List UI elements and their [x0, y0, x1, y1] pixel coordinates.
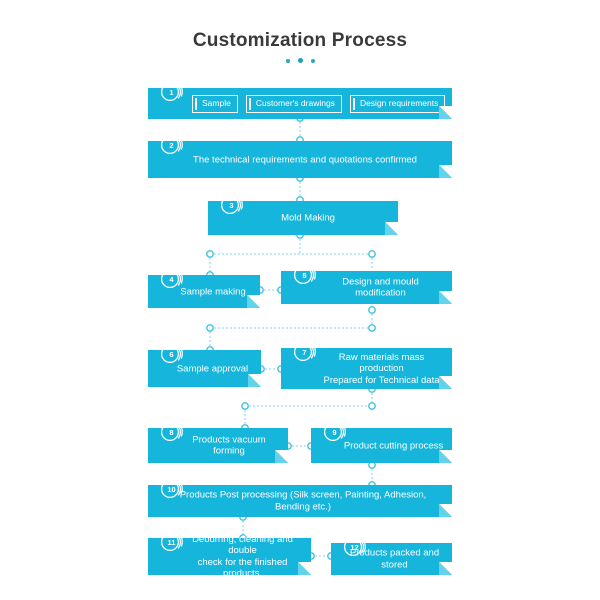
corner-notch — [439, 562, 452, 575]
chip-label: Sample — [202, 97, 231, 108]
step-number-4: 4 — [169, 275, 174, 284]
step-box-3[interactable]: 3 Mold Making — [208, 190, 398, 235]
step-number-7: 7 — [302, 348, 307, 357]
step-box-10[interactable]: 10 Products Post processing (Silk screen… — [148, 474, 452, 517]
dot-left — [285, 58, 290, 63]
corner-notch — [248, 374, 261, 387]
page-title: Customization Process — [192, 30, 408, 51]
step-label-11: Deburring, cleaning and double check for… — [192, 533, 293, 580]
step-label-2: The technical requirements and quotation… — [193, 153, 417, 165]
step-label-3: Mold Making — [281, 212, 335, 224]
step-badge-1: 1 — [156, 77, 186, 107]
chip-accent-bar — [352, 97, 355, 110]
step-label-4: Sample making — [180, 285, 246, 297]
chip-label: Design requirements — [359, 97, 439, 108]
step-number-2: 2 — [169, 141, 174, 150]
step-badge-9: 9 — [319, 417, 349, 447]
step-badge-3: 3 — [216, 190, 246, 220]
step-box-8[interactable]: 8 Products vacuum forming — [148, 417, 288, 463]
step-badge-4: 4 — [156, 264, 186, 294]
chip-label: Customer's drawings — [255, 97, 335, 108]
corner-notch — [439, 106, 452, 119]
step-number-11: 11 — [167, 538, 176, 547]
step-label-9: Product cutting process — [343, 439, 444, 451]
corner-notch — [439, 291, 452, 304]
step-number-10: 10 — [167, 485, 176, 494]
step-badge-11: 11 — [156, 527, 186, 557]
step-number-1: 1 — [169, 88, 174, 97]
corner-notch — [298, 562, 311, 575]
corner-notch — [275, 450, 288, 463]
step-box-7[interactable]: 7 Raw materials mass production Prepared… — [281, 337, 452, 389]
step-box-12[interactable]: 12 Products packed and stored — [331, 532, 452, 575]
chip-design-requirements[interactable]: Design requirements — [349, 94, 446, 113]
step-label-6: Sample approval — [176, 362, 249, 374]
step-badge-7: 7 — [289, 337, 319, 367]
step-box-4[interactable]: 4 Sample making — [148, 264, 260, 308]
corner-notch — [439, 450, 452, 463]
corner-notch — [439, 376, 452, 389]
step-badge-12: 12 — [339, 532, 369, 562]
step-number-3: 3 — [229, 201, 234, 210]
step-badge-5: 5 — [289, 260, 319, 290]
corner-notch — [439, 504, 452, 517]
step-badge-8: 8 — [156, 417, 186, 447]
step-box-6[interactable]: 6 Sample approval — [148, 339, 261, 387]
step-label-10: Products Post processing (Silk screen, P… — [179, 489, 427, 513]
corner-notch — [439, 165, 452, 178]
dot-right — [310, 58, 315, 63]
step-1-chip-group: Sample Customer's drawings Design requir… — [192, 94, 446, 113]
step-number-5: 5 — [302, 271, 307, 280]
step-number-6: 6 — [169, 350, 174, 359]
step-number-9: 9 — [332, 428, 337, 437]
title-dots-decoration — [0, 58, 600, 63]
step-label-12: Products packed and stored — [349, 547, 440, 571]
step-label-8: Products vacuum forming — [192, 434, 266, 457]
step-box-9[interactable]: 9 Product cutting process — [311, 417, 452, 463]
step-badge-2: 2 — [156, 130, 186, 160]
chip-customers-drawings[interactable]: Customer's drawings — [245, 94, 342, 113]
step-box-2[interactable]: 2 The technical requirements and quotati… — [148, 130, 452, 178]
step-badge-6: 6 — [156, 339, 186, 369]
chip-accent-bar — [195, 97, 197, 110]
step-box-1[interactable]: 1 Sample Customer's drawings Design requ… — [148, 77, 452, 119]
dot-center — [297, 58, 303, 63]
step-label-5: Design and mould modification — [342, 276, 419, 299]
step-label-7: Raw materials mass production Prepared f… — [323, 351, 440, 386]
step-number-12: 12 — [350, 543, 359, 552]
corner-notch — [247, 295, 260, 308]
step-box-5[interactable]: 5 Design and mould modification — [281, 260, 452, 304]
step-number-8: 8 — [169, 428, 174, 437]
step-badge-10: 10 — [156, 474, 186, 504]
step-box-11[interactable]: 11 Deburring, cleaning and double check … — [148, 527, 311, 579]
chip-accent-bar — [248, 97, 251, 110]
corner-notch — [385, 222, 398, 235]
chip-sample[interactable]: Sample — [192, 94, 238, 113]
